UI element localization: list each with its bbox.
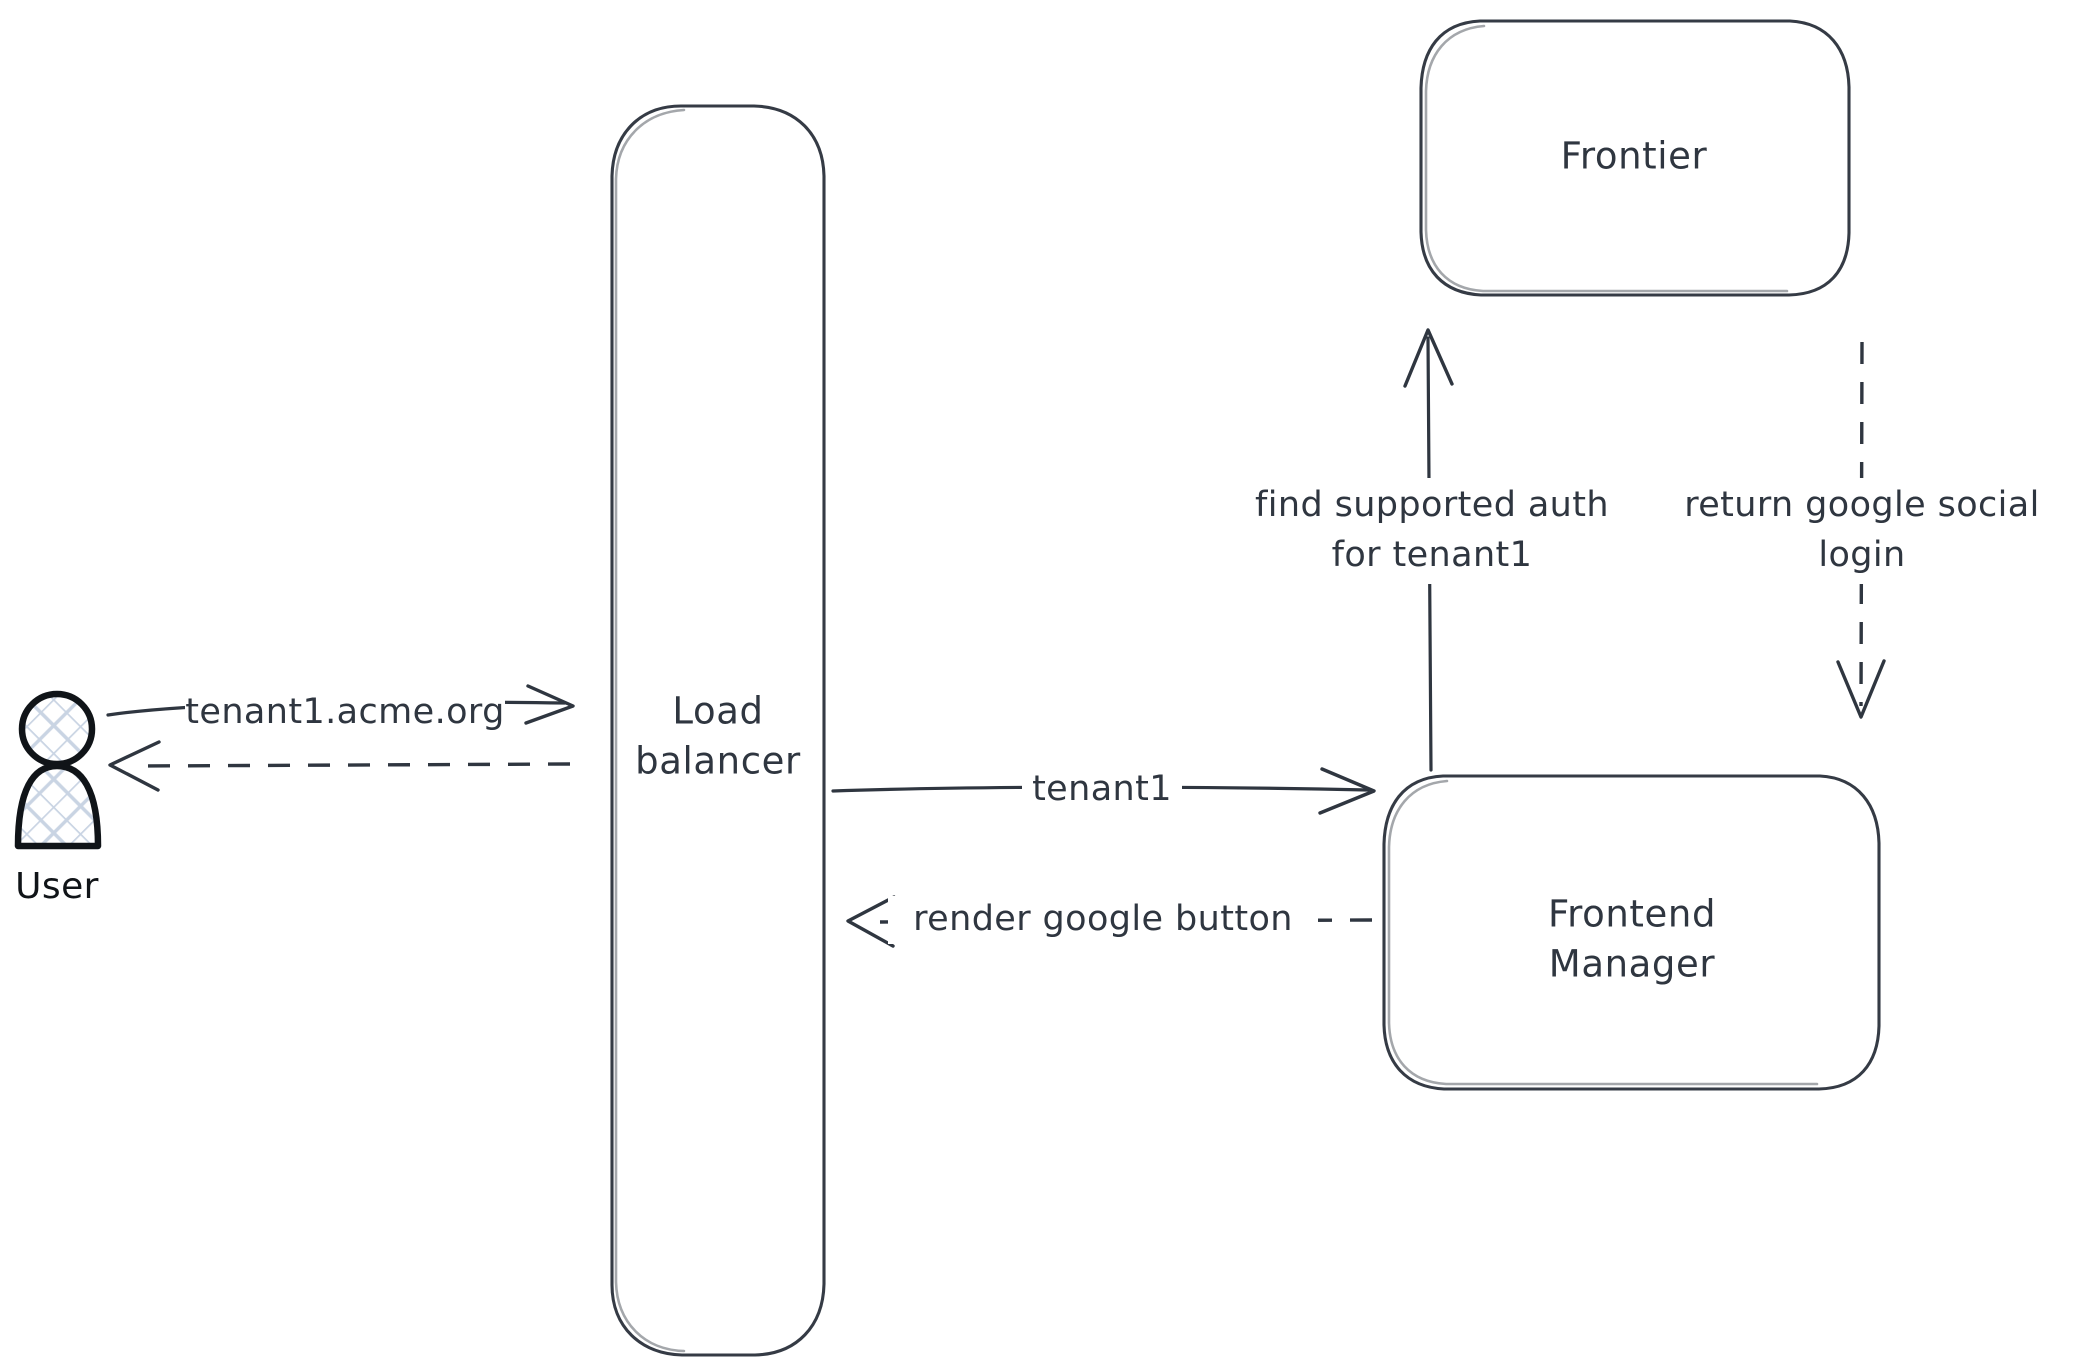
edge-frontier-to-frontend-manager[interactable]: return google social login <box>1648 341 2078 719</box>
user-label: User <box>15 866 99 907</box>
edge-fm-to-frontier-label-line1: find supported auth <box>1255 485 1609 525</box>
load-balancer-outline-sketch <box>614 108 686 1353</box>
edge-frontier-to-fm-label-bg <box>1648 478 2078 584</box>
user-body-icon <box>14 762 102 850</box>
edge-frontend-manager-to-frontier[interactable]: find supported auth for tenant1 <box>1222 328 1642 772</box>
edge-user-to-lb-label-bg <box>185 688 505 736</box>
edge-load-balancer-to-user[interactable] <box>108 740 571 792</box>
frontier-label: Frontier <box>1561 135 1708 178</box>
edge-user-to-load-balancer[interactable]: tenant1.acme.org <box>106 684 575 736</box>
edge-lb-to-fm-label-bg <box>1022 765 1182 813</box>
node-frontend-manager[interactable]: Frontend Manager <box>1382 774 1881 1091</box>
edge-user-to-lb-label: tenant1.acme.org <box>185 692 504 732</box>
edge-frontier-to-fm-label-line2: login <box>1818 535 1905 575</box>
edge-fm-to-lb-label: render google button <box>913 899 1293 939</box>
edge-fm-to-lb-label-bg <box>888 896 1318 944</box>
frontier-outline-sketch <box>1424 24 1789 293</box>
frontend-manager-outline-sketch <box>1387 779 1819 1086</box>
edge-fm-to-lb-arrowhead <box>846 895 896 948</box>
edge-frontier-to-fm-arrowhead <box>1836 659 1886 719</box>
node-frontier[interactable]: Frontier <box>1419 19 1851 297</box>
frontier-outline <box>1419 19 1851 297</box>
frontend-manager-label-line2: Manager <box>1549 943 1716 986</box>
edge-lb-to-user-line <box>139 762 571 768</box>
frontend-manager-label-line1: Frontend <box>1548 893 1716 936</box>
edge-frontier-to-fm-label-line1: return google social <box>1684 485 2040 525</box>
frontend-manager-outline <box>1382 774 1881 1091</box>
edge-user-to-lb-arrowhead <box>524 684 575 725</box>
load-balancer-label-line2: balancer <box>635 740 801 783</box>
node-user[interactable]: User <box>14 690 102 907</box>
edge-lb-to-user-arrowhead <box>108 740 161 792</box>
edge-fm-to-frontier-arrowhead <box>1403 328 1454 388</box>
edge-lb-to-fm-arrowhead <box>1318 767 1376 815</box>
user-head-icon <box>18 690 96 768</box>
edge-fm-to-frontier-label-bg <box>1222 478 1642 584</box>
edge-load-balancer-to-frontend-manager[interactable]: tenant1 <box>831 765 1376 815</box>
edge-frontend-manager-to-load-balancer[interactable]: render google button <box>846 895 1373 948</box>
load-balancer-label-line1: Load <box>672 690 763 733</box>
edge-lb-to-fm-label: tenant1 <box>1032 769 1172 809</box>
load-balancer-outline <box>610 104 826 1357</box>
edge-fm-to-frontier-label-line2: for tenant1 <box>1332 535 1533 575</box>
node-load-balancer[interactable]: Load balancer <box>610 104 826 1357</box>
edge-frontier-to-fm-line <box>1859 341 1864 707</box>
